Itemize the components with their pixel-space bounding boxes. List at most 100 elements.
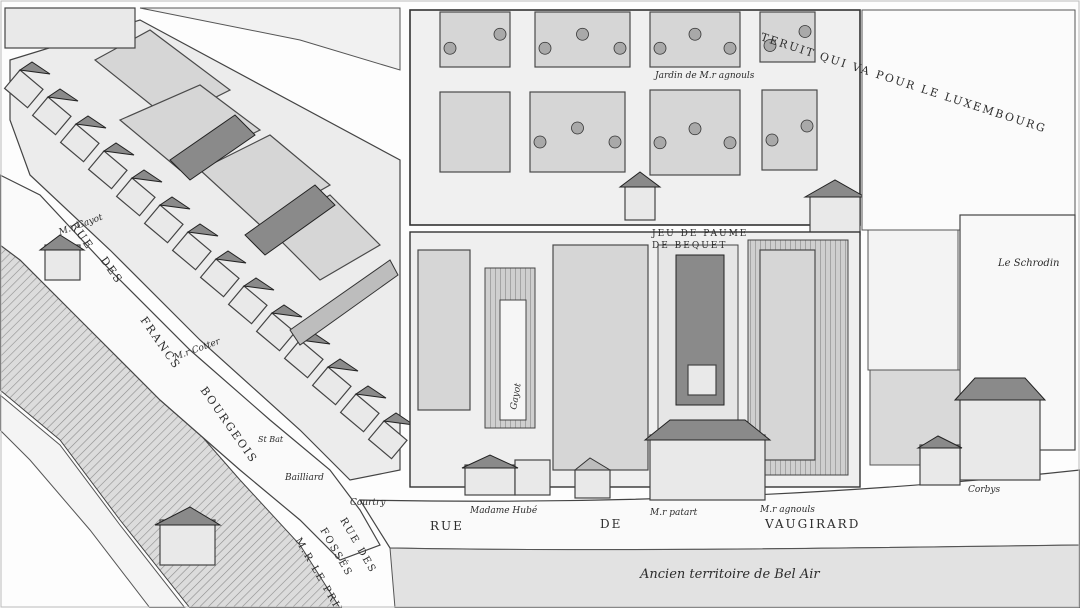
gate-house <box>44 244 81 281</box>
mansion-patart <box>649 434 766 501</box>
tree-icon <box>723 41 737 55</box>
label-jardin: Jardin de M.r agnouls <box>653 71 755 81</box>
garden-plot-w <box>118 84 262 171</box>
label-rue-vaugirard-3: VAUGIRARD <box>764 517 860 531</box>
rue-des-francs-bourgeois <box>0 174 381 561</box>
tree-icon <box>798 25 812 38</box>
tree-icon <box>538 41 552 55</box>
owner-corbys: Corbys <box>968 485 1000 495</box>
house-roof <box>18 61 51 75</box>
mansion-patart-roof <box>643 419 772 441</box>
garden-pavilion-roof <box>618 171 662 188</box>
plot-centre <box>552 244 649 471</box>
house-roof <box>242 277 275 291</box>
house-roof <box>382 412 415 426</box>
label-rue-vaugirard-2: DE <box>600 517 622 531</box>
owner-m-agnouls: M.r agnouls <box>759 505 815 515</box>
garden-trees <box>443 25 814 150</box>
owner-madame-hube: Madame Hubé <box>469 505 538 516</box>
plot-left <box>417 249 471 411</box>
owner-gayot-vertical: Gayot <box>509 382 524 410</box>
house <box>283 339 324 379</box>
house-roof <box>158 196 191 210</box>
house-roof <box>270 304 303 318</box>
house <box>59 123 100 163</box>
tree-icon <box>653 41 667 55</box>
jeu-de-paume-front <box>687 364 717 396</box>
tree-icon <box>533 135 547 149</box>
long-roof <box>289 259 399 346</box>
house-small-east <box>919 444 961 486</box>
house-roof <box>74 115 107 129</box>
house-roof <box>102 142 135 156</box>
tree-icon <box>576 27 589 41</box>
corner-pavilion-roof <box>803 179 867 198</box>
house <box>3 69 44 109</box>
garden-bed-3 <box>649 11 741 68</box>
luxembourg-grounds <box>861 9 1076 231</box>
gate-house-roof <box>38 234 86 251</box>
plot-right-inner <box>759 249 816 461</box>
label-jeu-de-paume-1: JEU DE PAUME <box>651 229 748 239</box>
label-jeu-de-paume-2: DE BEQUET <box>652 241 727 251</box>
east-lot <box>867 229 959 371</box>
label-ancien-territoire: Ancien territoire de Bel Air <box>639 567 820 582</box>
house <box>227 285 268 325</box>
label-schrodin: Le Schrodin <box>997 258 1059 269</box>
house-corbys-roof <box>953 377 1047 401</box>
owner-st-bat: St Bat <box>258 435 284 444</box>
tree-icon <box>765 133 779 147</box>
corner-pavilion <box>809 194 861 236</box>
tree-icon <box>723 136 737 150</box>
top-left-buildings <box>4 7 136 49</box>
barn-roof-2 <box>244 184 336 256</box>
house <box>143 204 184 244</box>
house <box>87 150 128 190</box>
house-row <box>3 61 415 460</box>
shed <box>574 469 611 499</box>
tree-icon <box>800 119 814 133</box>
garden-pavilion <box>624 184 656 221</box>
moat-edge <box>0 394 186 608</box>
house-corbys <box>959 394 1041 481</box>
gayot-inner <box>499 299 527 421</box>
house-roof <box>186 223 219 237</box>
owner-m-patart: M.r patart <box>649 508 698 518</box>
tree-icon <box>443 41 457 55</box>
house-hube-roof <box>461 454 519 469</box>
house <box>171 231 212 271</box>
tree-icon <box>608 135 622 149</box>
label-rue-vaugirard-1: RUE <box>430 519 464 533</box>
house <box>31 96 72 136</box>
bel-air-territory <box>389 544 1080 608</box>
house <box>255 312 296 352</box>
garden-bed-5 <box>439 91 511 173</box>
house <box>339 393 380 433</box>
house-roof <box>46 88 79 102</box>
house-roof <box>130 169 163 183</box>
house <box>199 258 240 298</box>
house-hube-1 <box>464 464 516 496</box>
house <box>115 177 156 217</box>
house-roof <box>214 250 247 264</box>
tree-icon <box>688 27 702 41</box>
tree-icon <box>763 39 777 52</box>
owner-courtry: Courtry <box>350 498 386 508</box>
top-strip <box>139 7 401 71</box>
tree-icon <box>653 136 667 150</box>
tree-icon <box>688 122 702 136</box>
house-roof <box>354 385 387 399</box>
tree-icon <box>571 121 584 135</box>
house <box>367 420 408 460</box>
owner-bailliard: Bailliard <box>284 473 324 483</box>
house-roof <box>326 358 359 372</box>
tree-icon <box>613 41 627 55</box>
house <box>311 366 352 406</box>
house-small-east-roof <box>916 435 963 449</box>
guard-house-roof <box>154 506 222 526</box>
guard-house <box>159 519 216 566</box>
house-hube-2 <box>514 459 551 496</box>
